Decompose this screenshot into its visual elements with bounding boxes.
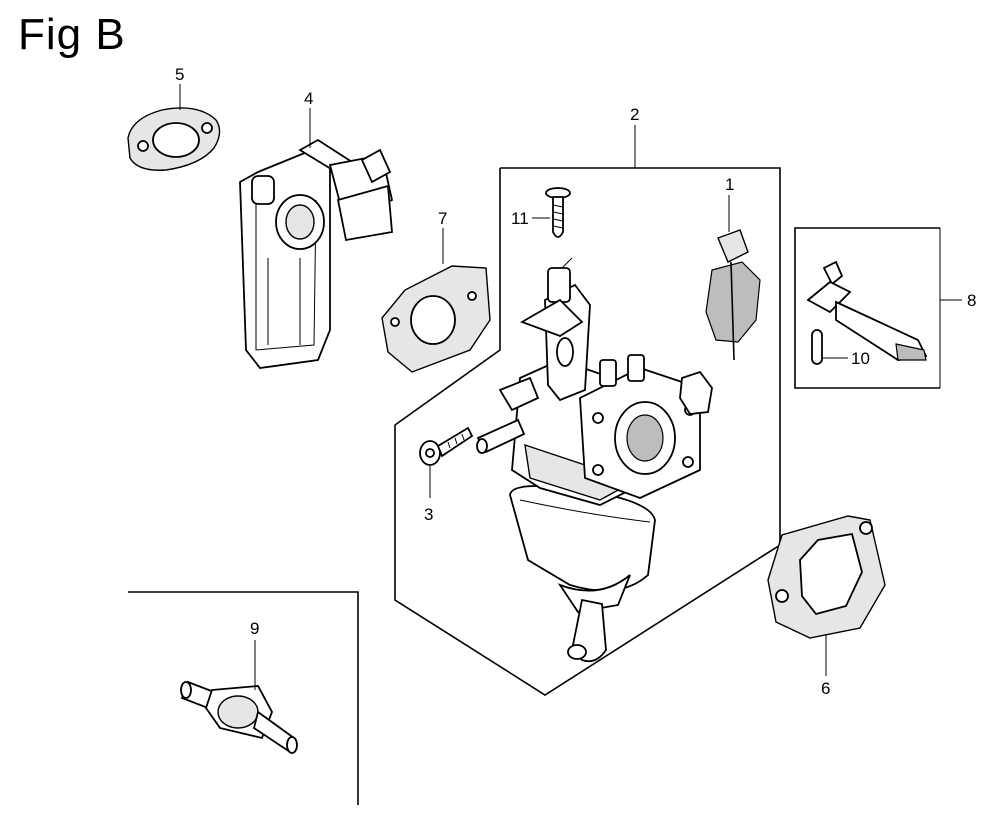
part-1-float <box>705 195 761 361</box>
part-5-gasket <box>127 84 221 171</box>
callout-9: 9 <box>250 619 259 638</box>
part-11-screw <box>532 187 571 238</box>
part-9-fuel-filter <box>180 640 298 754</box>
part-2-carburetor <box>476 257 713 663</box>
part-4-bracket <box>239 108 394 369</box>
callout-3: 3 <box>424 505 433 524</box>
callout-5: 5 <box>175 65 184 84</box>
callout-2: 2 <box>630 105 639 124</box>
assembly-boundary <box>394 125 781 696</box>
callout-7: 7 <box>438 209 447 228</box>
part-7-gasket <box>381 228 491 373</box>
callout-10: 10 <box>851 349 870 368</box>
callout-4: 4 <box>304 89 313 108</box>
callout-8: 8 <box>967 291 976 310</box>
callout-11: 11 <box>511 209 529 228</box>
part-8-lever <box>806 260 928 365</box>
callout-1: 1 <box>725 175 734 194</box>
part-6-gasket <box>767 515 886 676</box>
part-9-region <box>128 591 359 805</box>
part-3-screw <box>419 426 474 498</box>
part-8-box <box>794 227 962 389</box>
figure-title: Fig B <box>18 10 126 59</box>
callout-6: 6 <box>821 679 830 698</box>
